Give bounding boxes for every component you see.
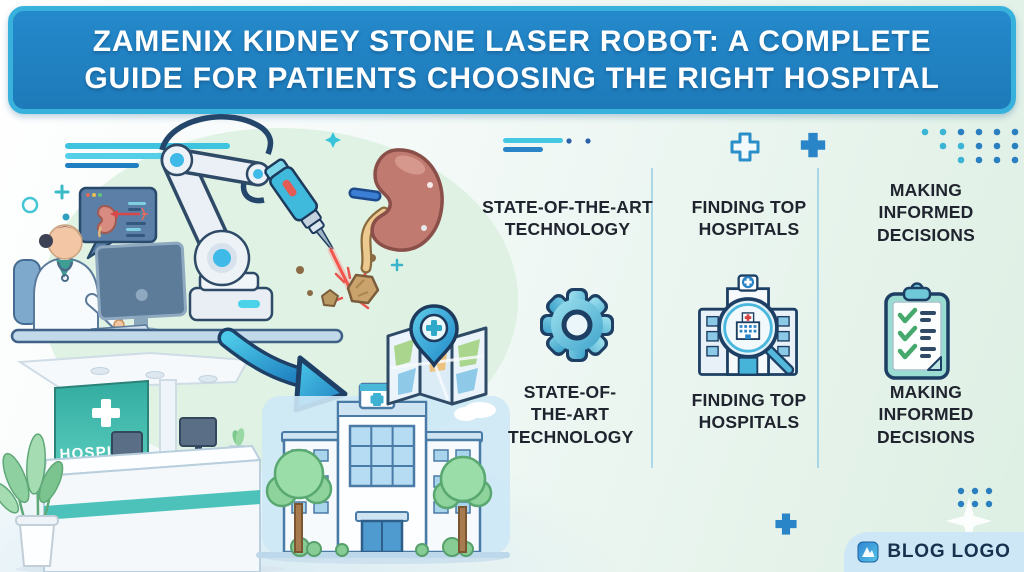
feature-decisions-bottom-label: MAKING INFORMED DECISIONS <box>876 382 976 447</box>
doctor-at-workstation <box>13 224 188 336</box>
sparkle-icons <box>325 132 404 272</box>
dots-grid-bottom-right <box>957 487 993 508</box>
checklist-icon <box>884 282 950 380</box>
robot-laser-arm <box>159 114 334 322</box>
blog-logo-icon <box>857 541 879 563</box>
feature-technology-top-label: STATE-OF-THE-ART TECHNOLOGY <box>482 197 653 240</box>
medical-illustration: HOSPITAL <box>0 114 518 572</box>
title-line-1: ZAMENIX KIDNEY STONE LASER ROBOT: A COMP… <box>92 24 932 58</box>
kidney-organ <box>348 148 444 274</box>
title-banner: ZAMENIX KIDNEY STONE LASER ROBOT: A COMP… <box>8 6 1016 114</box>
accent-lines-topleft <box>65 143 230 168</box>
console-desk <box>10 328 344 344</box>
plus-outline-icon <box>730 132 760 162</box>
kidney-stones <box>296 254 380 307</box>
accent-line-blue <box>503 147 543 152</box>
hospital-search-icon <box>698 274 798 376</box>
potted-plant <box>0 433 64 567</box>
sparkle-icon <box>946 498 992 544</box>
gear-icon <box>540 288 614 362</box>
title-line-2: GUIDE FOR PATIENTS CHOOSING THE RIGHT HO… <box>84 61 940 95</box>
accent-line-cyan <box>503 138 563 143</box>
plus-filled-icon <box>800 132 826 158</box>
laser-tool <box>264 158 334 251</box>
kidney-scan-bubble <box>78 186 158 260</box>
feature-decisions-top-label: MAKING INFORMED DECISIONS <box>876 180 976 245</box>
map-with-medical-pin <box>386 304 488 406</box>
plus-filled-small-icon <box>775 513 797 535</box>
reception-desk: HOSPITAL <box>15 351 285 572</box>
computer-monitor <box>94 241 188 321</box>
accent-dots <box>566 138 591 144</box>
column-divider-1 <box>651 168 653 468</box>
feature-technology-bottom-label: STATE-OF-THE-ART TECHNOLOGY <box>508 382 634 447</box>
trees <box>265 448 493 553</box>
dots-grid-top-right <box>921 128 1019 164</box>
feature-hospitals-top-label: FINDING TOP HOSPITALS <box>691 197 807 240</box>
blog-logo[interactable]: BLOG LOGO <box>844 532 1024 572</box>
column-divider-2 <box>817 168 819 468</box>
teal-decor <box>21 184 70 221</box>
feature-hospitals-bottom-label: FINDING TOP HOSPITALS <box>691 390 807 433</box>
blog-logo-text: BLOG LOGO <box>887 541 1011 562</box>
